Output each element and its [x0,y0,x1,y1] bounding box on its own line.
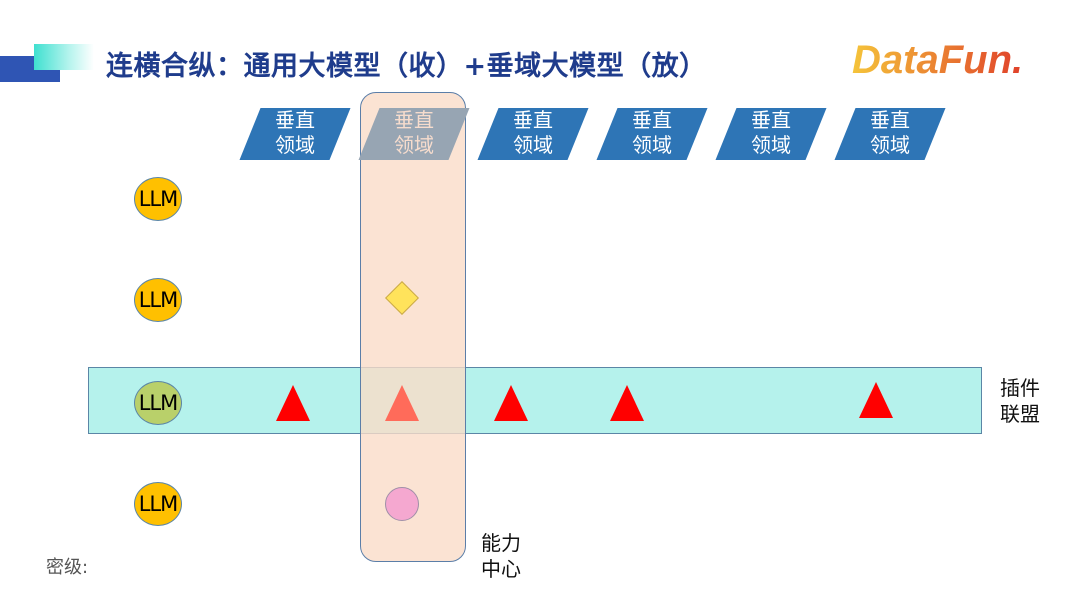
domain-label: 领域 [632,133,672,157]
plugin-alliance-band [88,367,982,434]
secrecy-label: 密级: [46,557,89,578]
plugin-alliance-label: 插件联盟 [1000,375,1040,427]
domain-label: 垂直 [751,108,791,132]
vertical-domain-4: 垂直领域 [596,108,708,160]
domain-label: 垂直 [513,108,553,132]
vertical-domain-2: 垂直领域 [358,108,470,160]
domain-label: 领域 [751,133,791,157]
vertical-domain-3: 垂直领域 [477,108,589,160]
domain-label: 领域 [870,133,910,157]
llm-node-1: LLM [134,177,182,221]
label-line: 联盟 [1000,402,1040,426]
domain-label: 垂直 [394,108,434,132]
label-line: 插件 [1000,376,1040,400]
domain-label: 领域 [513,133,553,157]
domain-label: 领域 [275,133,315,157]
vertical-domain-1: 垂直领域 [239,108,351,160]
vertical-domain-5: 垂直领域 [715,108,827,160]
domain-label: 垂直 [870,108,910,132]
triangle-icon [276,385,310,421]
llm-node-4: LLM [134,482,182,526]
triangle-icon [859,382,893,418]
capability-center-label: 能力中心 [481,530,521,582]
triangle-icon [610,385,644,421]
llm-node-3: LLM [134,381,182,425]
domain-label: 领域 [394,133,434,157]
capability-center-column [360,92,466,562]
llm-node-2: LLM [134,278,182,322]
triangle-icon [494,385,528,421]
datafun-logo: DataFun. [852,38,1024,82]
domain-label: 垂直 [632,108,672,132]
domain-label: 垂直 [275,108,315,132]
vertical-domain-6: 垂直领域 [834,108,946,160]
label-line: 中心 [481,557,521,581]
label-line: 能力 [481,531,521,555]
triangle-icon [385,385,419,421]
slide-title: 连横合纵：通用大模型（收）+垂域大模型（放） [106,51,707,82]
decorative-gradient-bar [34,44,94,70]
circle-icon [385,487,419,521]
